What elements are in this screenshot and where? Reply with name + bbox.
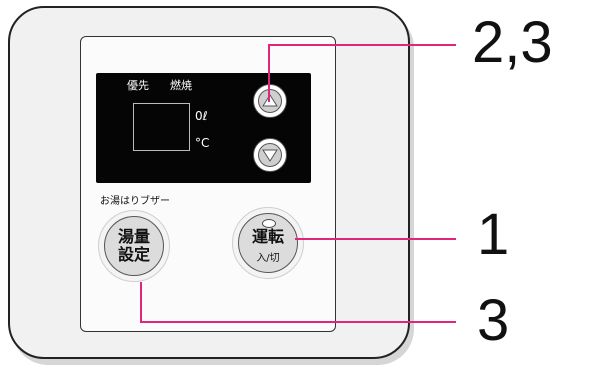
triangle-down-icon: [262, 149, 278, 162]
bath-setting-button-face: 湯量 設定: [104, 216, 164, 276]
segment-readout: [133, 103, 190, 151]
callout-line-bath: [140, 282, 456, 323]
callout-arrows: 2,3: [472, 10, 553, 75]
run-button[interactable]: 運転 入/切: [232, 207, 304, 279]
run-line2: 入/切: [256, 253, 280, 264]
run-indicator-lamp: [262, 219, 276, 228]
callout-run: 1: [477, 202, 510, 267]
bath-setting-line2: 設定: [117, 245, 150, 264]
down-button-face: [258, 143, 282, 167]
run-button-face: 運転 入/切: [238, 213, 298, 273]
down-button[interactable]: [253, 138, 287, 172]
priority-label: 優先: [127, 79, 149, 92]
flow-unit: 0ℓ: [195, 109, 208, 123]
callout-bath: 3: [477, 288, 510, 353]
burn-label: 燃焼: [170, 79, 192, 92]
buzzer-label: お湯はりブザー: [100, 196, 170, 207]
bath-setting-button[interactable]: 湯量 設定: [98, 210, 170, 282]
bath-setting-line1: 湯量: [117, 227, 150, 246]
temperature-unit: °C: [195, 136, 210, 150]
callout-line-arrows: [268, 44, 456, 102]
run-line1: 運転: [251, 227, 284, 246]
